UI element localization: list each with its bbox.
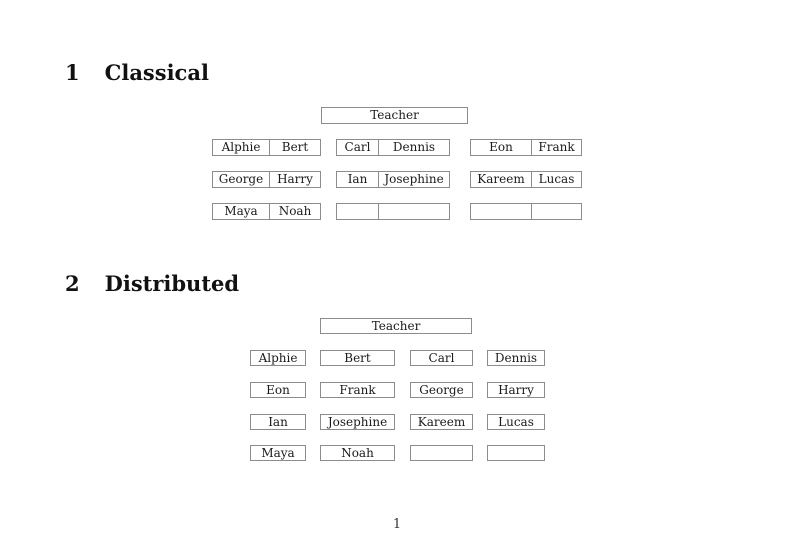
seat-cell [337,204,379,219]
seat-cell: Carl [337,140,379,155]
section-title: Distributed [104,271,240,296]
seat-cell: George [213,172,270,187]
seat-cell: Lucas [538,172,575,186]
seat-box: Alphie [250,350,306,366]
desk: Maya Noah [212,203,321,220]
seat-cell: Maya [213,204,270,219]
seat-cell [471,204,532,219]
section-heading-distributed: 2 Distributed [65,271,239,296]
seat-cell: Harry [277,172,313,186]
seat-box: Ian [250,414,306,430]
desk-empty [336,203,450,220]
seat-box: George [410,382,473,398]
seat-box-empty [410,445,473,461]
seat-cell: Eon [471,140,532,155]
desk: Kareem Lucas [470,171,582,188]
section-number: 2 [65,271,80,296]
seat-box: Dennis [487,350,545,366]
desk: Alphie Bert [212,139,321,156]
seat-cell: Josephine [384,172,444,186]
seat-cell: Alphie [213,140,270,155]
desk-empty [470,203,582,220]
section-heading-classical: 1 Classical [65,60,209,85]
seat-cell: Dennis [392,140,436,154]
section-number: 1 [65,60,80,85]
desk: Ian Josephine [336,171,450,188]
seat-cell: Bert [281,140,309,154]
teacher-box: Teacher [321,107,468,124]
seat-box: Maya [250,445,306,461]
seat-box: Noah [320,445,395,461]
seat-box: Kareem [410,414,473,430]
seat-box: Bert [320,350,395,366]
seat-cell [379,204,449,219]
seat-box: Josephine [320,414,395,430]
seat-box: Carl [410,350,473,366]
seat-box: Lucas [487,414,545,430]
seat-cell: Ian [337,172,379,187]
desk: George Harry [212,171,321,188]
seat-cell: Noah [278,204,312,218]
section-title: Classical [104,60,209,85]
seat-box: Frank [320,382,395,398]
seat-box: Eon [250,382,306,398]
seat-cell [532,204,581,219]
desk: Eon Frank [470,139,582,156]
page-number: 1 [392,517,402,532]
seat-box-empty [487,445,545,461]
teacher-box: Teacher [320,318,472,334]
seat-cell: Kareem [471,172,532,187]
seat-box: Harry [487,382,545,398]
seat-cell: Frank [538,140,575,154]
desk: Carl Dennis [336,139,450,156]
